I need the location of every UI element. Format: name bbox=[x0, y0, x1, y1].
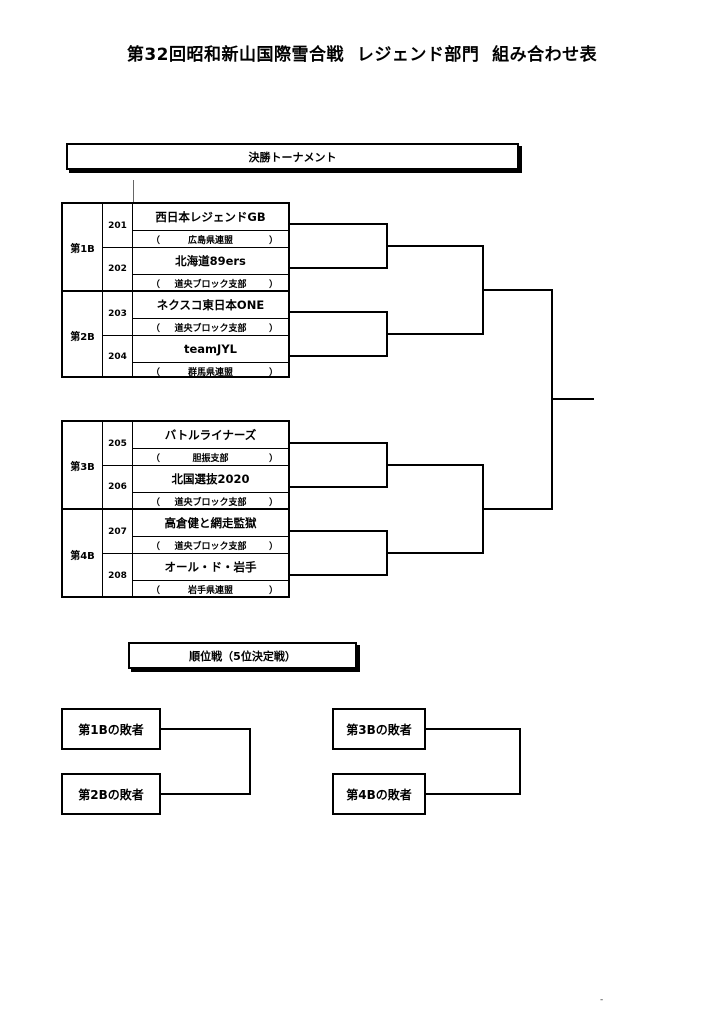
team-number: 207 bbox=[103, 510, 133, 554]
team-entry: ネクスコ東日本ONE （道央ブロック支部） bbox=[133, 292, 288, 336]
bracket-line bbox=[386, 245, 483, 247]
team-name: 西日本レジェンドGB bbox=[155, 210, 266, 224]
placement-header: 順位戦（5位決定戦） bbox=[128, 642, 357, 669]
bracket-line bbox=[290, 355, 387, 357]
team-affiliation: （道央ブロック支部） bbox=[151, 323, 278, 334]
block-label-1b: 第1B bbox=[63, 204, 103, 292]
block-label-4b: 第4B bbox=[63, 510, 103, 598]
final-tournament-header: 決勝トーナメント bbox=[66, 143, 519, 170]
bracket-line bbox=[290, 574, 387, 576]
team-name: バトルライナーズ bbox=[164, 428, 257, 442]
bracket-line bbox=[482, 508, 552, 510]
team-number: 201 bbox=[103, 204, 133, 248]
bracket-table-top: 第1B 第2B 201 202 203 204 西日本レジェンドGB （広島県連… bbox=[61, 202, 290, 378]
team-entry: バトルライナーズ （胆振支部） bbox=[133, 422, 288, 466]
scan-mark: - bbox=[600, 995, 604, 1005]
loser-label: 第3Bの敗者 bbox=[346, 722, 412, 737]
team-affiliation: （道央ブロック支部） bbox=[151, 279, 278, 290]
loser-box-1b: 第1Bの敗者 bbox=[61, 708, 161, 750]
team-number: 203 bbox=[103, 292, 133, 336]
team-number: 205 bbox=[103, 422, 133, 466]
bracket-line bbox=[290, 267, 387, 269]
bracket-line bbox=[386, 464, 483, 466]
team-name: 高倉健と網走監獄 bbox=[164, 516, 257, 530]
loser-label: 第4Bの敗者 bbox=[346, 787, 412, 802]
team-entry: 北海道89ers （道央ブロック支部） bbox=[133, 248, 288, 292]
team-name: teamJYL bbox=[184, 342, 237, 356]
bracket-line bbox=[290, 530, 387, 532]
bracket-line bbox=[290, 442, 387, 444]
bracket-line bbox=[249, 728, 251, 795]
bracket-line bbox=[482, 289, 552, 291]
team-entry: オール・ド・岩手 （岩手県連盟） bbox=[133, 554, 288, 598]
team-number: 204 bbox=[103, 336, 133, 378]
loser-box-3b: 第3Bの敗者 bbox=[332, 708, 426, 750]
bracket-line bbox=[386, 552, 483, 554]
bracket-line bbox=[290, 311, 387, 313]
header-tick bbox=[133, 180, 134, 202]
loser-label: 第2Bの敗者 bbox=[78, 787, 144, 802]
placement-header-label: 順位戦（5位決定戦） bbox=[189, 649, 296, 663]
loser-box-4b: 第4Bの敗者 bbox=[332, 773, 426, 815]
bracket-line bbox=[161, 793, 250, 795]
page-title: 第32回昭和新山国際雪合戦 レジェンド部門 組み合わせ表 bbox=[126, 45, 598, 65]
final-tournament-header-label: 決勝トーナメント bbox=[248, 150, 337, 164]
block-label-3b: 第3B bbox=[63, 422, 103, 510]
bracket-line bbox=[290, 486, 387, 488]
team-affiliation: （群馬県連盟） bbox=[151, 367, 278, 378]
loser-label: 第1Bの敗者 bbox=[78, 722, 144, 737]
team-name: オール・ド・岩手 bbox=[164, 560, 257, 574]
loser-box-2b: 第2Bの敗者 bbox=[61, 773, 161, 815]
team-entry: teamJYL （群馬県連盟） bbox=[133, 336, 288, 378]
team-affiliation: （道央ブロック支部） bbox=[151, 541, 278, 552]
bracket-line-champion bbox=[551, 398, 594, 400]
team-number: 208 bbox=[103, 554, 133, 598]
block-label-2b: 第2B bbox=[63, 292, 103, 378]
team-affiliation: （道央ブロック支部） bbox=[151, 497, 278, 508]
bracket-line bbox=[386, 333, 483, 335]
bracket-line bbox=[519, 728, 521, 795]
team-name: ネクスコ東日本ONE bbox=[156, 298, 265, 312]
bracket-line bbox=[290, 223, 387, 225]
team-entry: 西日本レジェンドGB （広島県連盟） bbox=[133, 204, 288, 248]
bracket-line bbox=[161, 728, 250, 730]
team-affiliation: （広島県連盟） bbox=[151, 235, 278, 246]
bracket-line bbox=[426, 793, 520, 795]
team-affiliation: （胆振支部） bbox=[151, 453, 278, 464]
team-affiliation: （岩手県連盟） bbox=[151, 585, 278, 596]
team-entry: 高倉健と網走監獄 （道央ブロック支部） bbox=[133, 510, 288, 554]
bracket-table-bottom: 第3B 第4B 205 206 207 208 バトルライナーズ （胆振支部） … bbox=[61, 420, 290, 598]
team-name: 北国選抜2020 bbox=[171, 472, 250, 486]
team-entry: 北国選抜2020 （道央ブロック支部） bbox=[133, 466, 288, 510]
team-name: 北海道89ers bbox=[175, 254, 246, 268]
team-number: 206 bbox=[103, 466, 133, 510]
team-number: 202 bbox=[103, 248, 133, 292]
bracket-line bbox=[426, 728, 520, 730]
